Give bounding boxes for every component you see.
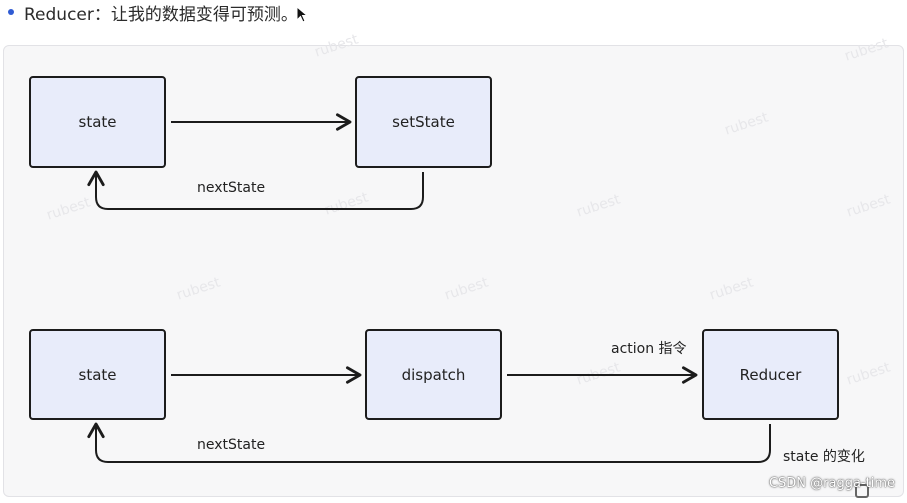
node-state-bottom: state <box>29 329 166 420</box>
edge-label-state-change: state 的变化 <box>783 449 865 465</box>
node-label: setState <box>392 113 455 131</box>
node-state-top: state <box>29 76 166 168</box>
edge-label-action: action 指令 <box>611 341 687 357</box>
edge-reducer-to-state <box>87 422 771 463</box>
bullet-dot <box>8 9 14 15</box>
edge-label-nextstate-top: nextState <box>197 180 266 196</box>
node-label: Reducer <box>739 365 802 384</box>
node-label: state <box>78 365 117 384</box>
node-label: state <box>78 113 117 131</box>
node-setstate: setState <box>355 76 492 168</box>
heading-text: Reducer：让我的数据变得可预测。 <box>24 4 298 25</box>
node-label: dispatch <box>401 365 466 384</box>
node-reducer: Reducer <box>702 329 839 420</box>
edge-setstate-to-state <box>87 170 424 210</box>
edge-label-nextstate-bottom: nextState <box>197 437 266 453</box>
copy-icon[interactable] <box>855 484 869 498</box>
credit-watermark: CSDN @ragga-time <box>768 476 895 491</box>
node-dispatch: dispatch <box>365 329 502 420</box>
heading-line: Reducer：让我的数据变得可预测。 <box>8 0 298 25</box>
mouse-cursor-icon <box>296 6 309 23</box>
